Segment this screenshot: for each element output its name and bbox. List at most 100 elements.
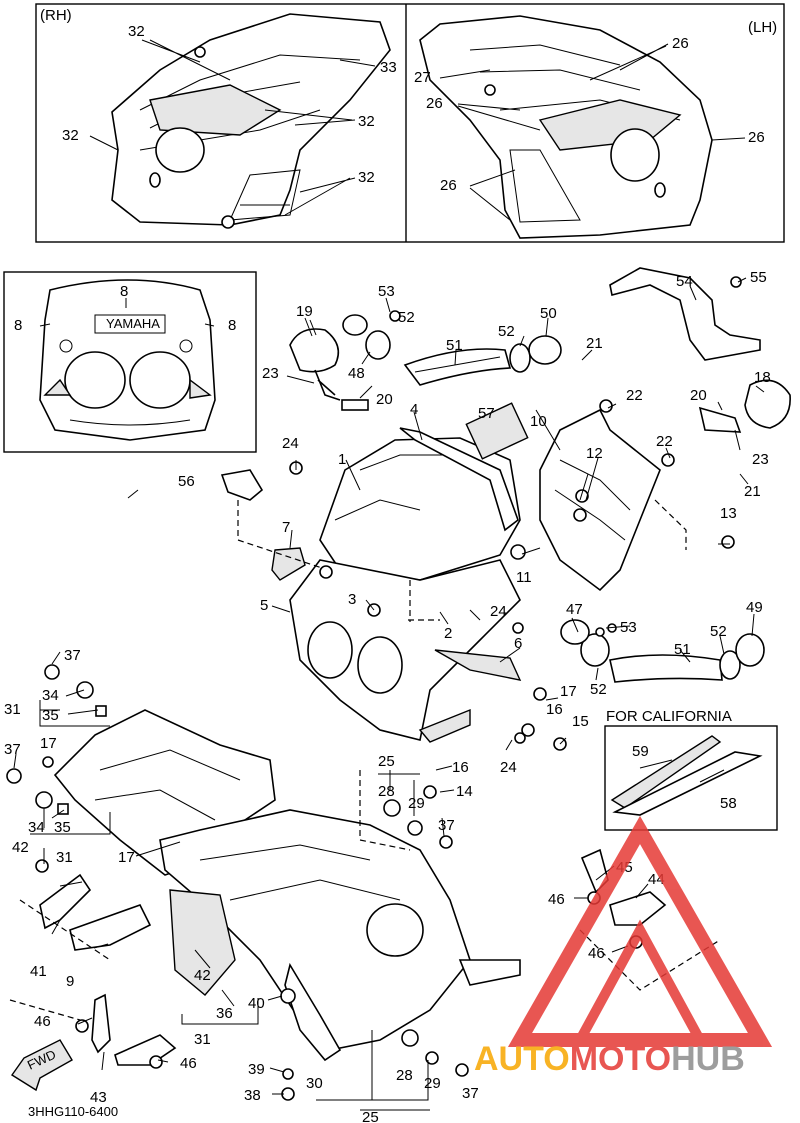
callout-37: 37 bbox=[462, 1085, 479, 1102]
callout-43: 43 bbox=[90, 1089, 107, 1106]
callout-46: 46 bbox=[588, 945, 605, 962]
front-view-panel: YAMAHA 8 8 8 bbox=[3, 271, 257, 453]
callout-2: 2 bbox=[444, 625, 452, 642]
callout-29: 29 bbox=[424, 1075, 441, 1092]
callout-31: 31 bbox=[4, 701, 21, 718]
callout-13: 13 bbox=[720, 505, 737, 522]
fasteners bbox=[6, 276, 742, 1101]
callout-35: 35 bbox=[54, 819, 71, 836]
callout-25: 25 bbox=[362, 1109, 379, 1123]
lh-side-fairing bbox=[419, 15, 713, 239]
callout-16: 16 bbox=[546, 701, 563, 718]
callout-37: 37 bbox=[4, 741, 21, 758]
callout-32: 32 bbox=[358, 169, 375, 186]
callout-54: 54 bbox=[676, 273, 693, 290]
callout-8: 8 bbox=[228, 317, 236, 334]
upper-cowl-assembly bbox=[220, 267, 791, 743]
windscreen bbox=[319, 437, 521, 581]
lh-leaders bbox=[439, 43, 746, 221]
callout-48: 48 bbox=[348, 365, 365, 382]
callout-8: 8 bbox=[120, 283, 128, 300]
callout-22: 22 bbox=[626, 387, 643, 404]
bracket-44 bbox=[609, 891, 667, 926]
callout-30: 30 bbox=[306, 1075, 323, 1092]
callout-35: 35 bbox=[42, 707, 59, 724]
callout-39: 39 bbox=[248, 1061, 265, 1078]
callout-26: 26 bbox=[426, 95, 443, 112]
callout-26: 26 bbox=[672, 35, 689, 52]
cowling-stay bbox=[539, 408, 661, 592]
rh-leaders bbox=[89, 39, 376, 216]
callout-49: 49 bbox=[746, 599, 763, 616]
callout-31: 31 bbox=[194, 1031, 211, 1048]
callout-18: 18 bbox=[754, 369, 771, 386]
panel-frame bbox=[35, 3, 785, 243]
lower-cowl-assembly: FOR CALIFORNIA FWD bbox=[9, 708, 778, 1092]
callout-1: 1 bbox=[338, 451, 346, 468]
duct-hose-lower bbox=[609, 654, 723, 683]
callout-53: 53 bbox=[620, 619, 637, 636]
callout-51: 51 bbox=[446, 337, 463, 354]
callout-21: 21 bbox=[744, 483, 761, 500]
callout-46: 46 bbox=[548, 891, 565, 908]
callout-52: 52 bbox=[398, 309, 415, 326]
rh-label: (RH) bbox=[40, 7, 72, 24]
callout-17: 17 bbox=[40, 735, 57, 752]
callout-32: 32 bbox=[358, 113, 375, 130]
callout-5: 5 bbox=[260, 597, 268, 614]
brand-plate bbox=[94, 314, 166, 334]
rh-side-fairing bbox=[111, 13, 391, 229]
clip-56 bbox=[220, 469, 264, 501]
part-59 bbox=[610, 735, 722, 809]
watermark-triangle bbox=[507, 815, 773, 1047]
callout-22: 22 bbox=[656, 433, 673, 450]
callout-52: 52 bbox=[710, 623, 727, 640]
svg-text:AUTOMOTOHUB: AUTOMOTOHUB bbox=[474, 1040, 745, 1078]
mirror-18 bbox=[744, 379, 791, 429]
callout-11: 11 bbox=[516, 569, 532, 586]
callout-20: 20 bbox=[376, 391, 393, 408]
callout-24: 24 bbox=[490, 603, 507, 620]
callout-42: 42 bbox=[194, 967, 211, 984]
duct-hose-upper bbox=[403, 348, 512, 386]
callout-23: 23 bbox=[262, 365, 279, 382]
cover-2 bbox=[418, 708, 471, 743]
callout-8: 8 bbox=[14, 317, 22, 334]
callout-34: 34 bbox=[28, 819, 45, 836]
watermark: AUTOMOTOHUB bbox=[474, 815, 773, 1078]
callout-23: 23 bbox=[752, 451, 769, 468]
callout-24: 24 bbox=[282, 435, 299, 452]
california-label: FOR CALIFORNIA bbox=[606, 708, 732, 725]
callout-6: 6 bbox=[514, 635, 522, 652]
callout-47: 47 bbox=[566, 601, 583, 618]
bracket-30 bbox=[284, 962, 342, 1062]
callout-37: 37 bbox=[438, 817, 455, 834]
callout-31: 31 bbox=[56, 849, 73, 866]
california-box bbox=[604, 725, 778, 831]
watermark-auto: AUTO bbox=[474, 1040, 570, 1078]
callout-4: 4 bbox=[410, 401, 418, 418]
callout-28: 28 bbox=[396, 1067, 413, 1084]
callout-46: 46 bbox=[180, 1055, 197, 1072]
callout-38: 38 bbox=[244, 1087, 261, 1104]
callout-52: 52 bbox=[590, 681, 607, 698]
front-cowl-outline bbox=[39, 279, 216, 441]
callout-32: 32 bbox=[128, 23, 145, 40]
callout-26: 26 bbox=[748, 129, 765, 146]
part-58 bbox=[612, 751, 763, 816]
callout-9: 9 bbox=[66, 973, 74, 990]
callout-55: 55 bbox=[750, 269, 767, 286]
lh-label: (LH) bbox=[748, 19, 777, 36]
callout-19: 19 bbox=[296, 303, 313, 320]
callout-42: 42 bbox=[12, 839, 29, 856]
watermark-moto: MOTO bbox=[570, 1040, 671, 1078]
callout-20: 20 bbox=[690, 387, 707, 404]
bracket-46 bbox=[114, 1034, 177, 1066]
mirror-19 bbox=[289, 328, 340, 373]
callout-17: 17 bbox=[118, 849, 135, 866]
callout-59: 59 bbox=[632, 743, 649, 760]
callout-56: 56 bbox=[178, 473, 195, 490]
callout-52: 52 bbox=[498, 323, 515, 340]
fwd-arrow bbox=[11, 1039, 73, 1092]
callout-7: 7 bbox=[282, 519, 290, 536]
